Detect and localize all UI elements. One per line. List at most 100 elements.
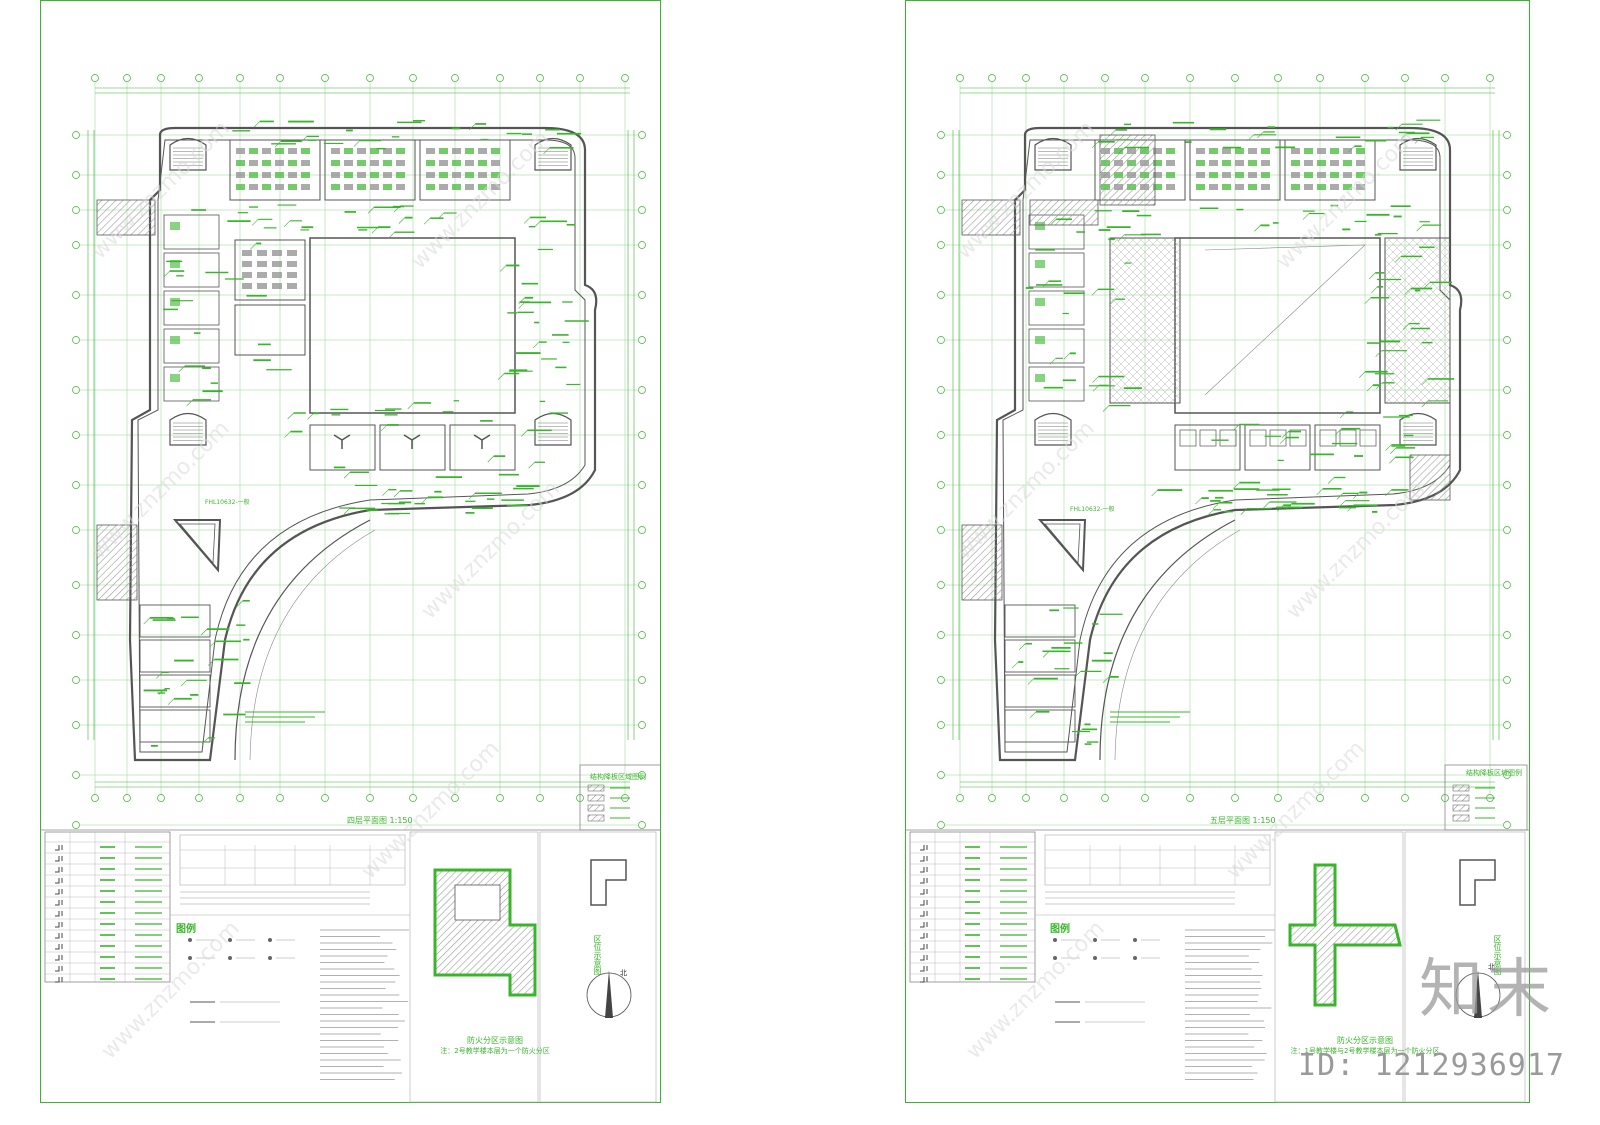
- desk: [426, 148, 435, 154]
- desk: [439, 184, 448, 190]
- axis-bubble: [638, 721, 646, 729]
- desk: [465, 184, 474, 190]
- desk: [1317, 160, 1326, 166]
- axis-bubble: [1316, 794, 1324, 802]
- desk: [439, 160, 448, 166]
- leader-line: [393, 490, 401, 498]
- legend-swatch: [587, 794, 605, 802]
- axis-bubble: [937, 171, 945, 179]
- desk: [1261, 148, 1270, 154]
- leader-line: [1075, 729, 1083, 736]
- leader-line: [300, 136, 307, 143]
- location-title-left: 区位示意图: [593, 935, 602, 975]
- axis-bubble: [937, 821, 945, 829]
- leader-line: [251, 219, 259, 226]
- triangle-planter: [172, 519, 222, 573]
- leader-line: [1327, 477, 1335, 484]
- axis-bubble: [1503, 771, 1511, 779]
- office-room: [1339, 429, 1357, 447]
- desk: [465, 148, 474, 154]
- desk: [1153, 172, 1162, 178]
- desk: [1248, 160, 1257, 166]
- legend-symbol: [228, 956, 232, 960]
- leader-line: [1404, 288, 1411, 295]
- leader-line: [468, 492, 476, 500]
- axis-bubble: [638, 241, 646, 249]
- axis-bubble: [1060, 794, 1068, 802]
- watermark-text: www.znzmo.com: [1222, 736, 1370, 884]
- axis-bubble: [276, 74, 284, 82]
- axis-bubble: [937, 581, 945, 589]
- classroom: [1189, 139, 1281, 201]
- leader-line: [1371, 286, 1378, 294]
- stair: [1034, 137, 1072, 171]
- brand-logo: 知末: [1419, 953, 1555, 1027]
- service-room: [139, 674, 211, 708]
- leader-line: [1027, 678, 1035, 685]
- desk: [1317, 172, 1326, 178]
- spec-table: [179, 834, 406, 886]
- axis-bubble: [638, 131, 646, 139]
- curved-wall: [249, 529, 376, 761]
- curved-wall: [1114, 529, 1241, 761]
- leader-line: [201, 737, 209, 745]
- legend-symbol: [1133, 938, 1137, 942]
- leader-line: [1400, 133, 1408, 140]
- desk: [272, 261, 282, 267]
- stair: [1399, 412, 1437, 446]
- fire-zone-map: [1288, 863, 1402, 1007]
- axis-bubble: [409, 74, 417, 82]
- drawing-id: ID: 1212936917: [1298, 1048, 1565, 1083]
- leader-line: [1369, 272, 1376, 280]
- triangle-planter-inner: [179, 523, 216, 565]
- leader-line: [382, 489, 389, 496]
- fixture-symbol: [55, 977, 63, 983]
- leader-line: [178, 365, 185, 373]
- axis-bubble: [1486, 74, 1494, 82]
- desk: [242, 272, 252, 278]
- service-room: [139, 639, 211, 673]
- north-label-left: 北: [620, 969, 627, 977]
- fire-zone-box: [409, 831, 539, 1103]
- desk: [1330, 172, 1339, 178]
- axis-bubble: [576, 74, 584, 82]
- axis-bubble: [638, 431, 646, 439]
- building-inner-wall: [1002, 139, 1451, 753]
- axis-bubble: [72, 526, 80, 534]
- hatched-area: [1029, 199, 1099, 226]
- desk: [357, 184, 366, 190]
- axis-bubble: [937, 386, 945, 394]
- leader-line: [1254, 225, 1261, 232]
- watermark-text: www.znzmo.com: [952, 416, 1100, 564]
- desk: [370, 160, 379, 166]
- fire-zone-box: [1274, 831, 1404, 1103]
- desk: [478, 148, 487, 154]
- axis-bubble: [195, 74, 203, 82]
- axis-bubble: [451, 794, 459, 802]
- leader-line: [343, 508, 351, 515]
- leader-line: [1151, 489, 1158, 497]
- fixture-symbol: [920, 944, 928, 950]
- watermark-text: www.znzmo.com: [1282, 476, 1430, 624]
- axis-bubble: [72, 241, 80, 249]
- leader-line: [367, 207, 375, 214]
- legend-symbol: [268, 956, 272, 960]
- legend-swatch: [587, 784, 605, 792]
- axis-bubble: [1503, 291, 1511, 299]
- desk: [249, 160, 258, 166]
- fixture-symbol: [55, 944, 63, 950]
- stair: [534, 137, 572, 171]
- desk: [452, 148, 461, 154]
- desk: [1153, 184, 1162, 190]
- desk: [478, 184, 487, 190]
- fixture: [1035, 336, 1045, 344]
- axis-bubble: [1503, 241, 1511, 249]
- desk: [275, 172, 284, 178]
- fixture: [170, 298, 180, 306]
- leader-line: [1348, 146, 1355, 153]
- desk: [275, 160, 284, 166]
- fixture-symbol: [55, 933, 63, 939]
- desk: [1261, 172, 1270, 178]
